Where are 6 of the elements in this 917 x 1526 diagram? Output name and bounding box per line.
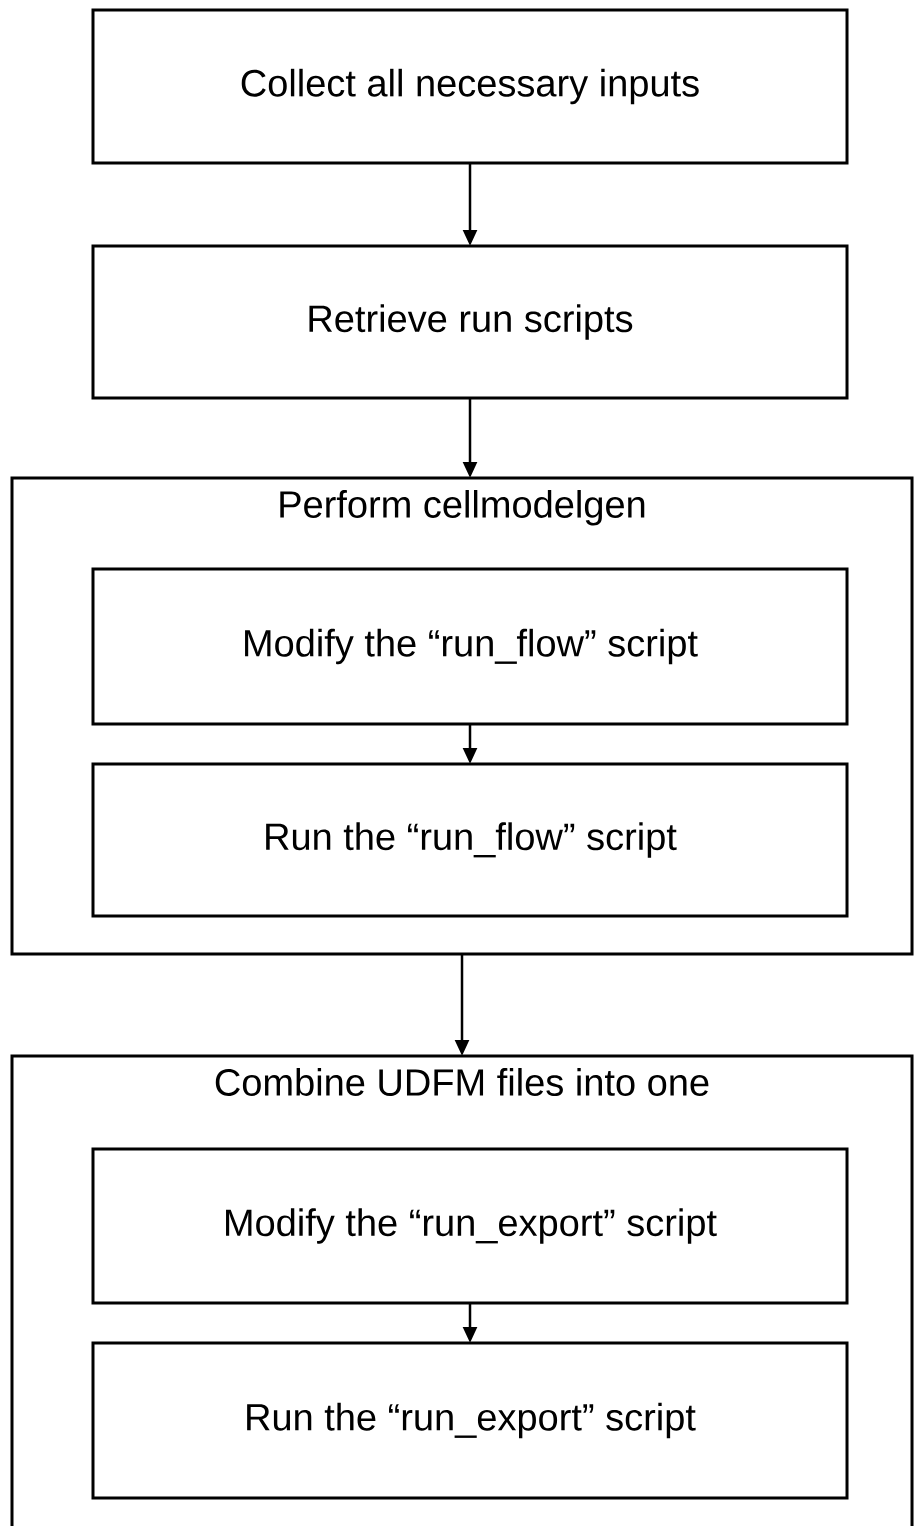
process-box: Modify the “run_export” script (91, 1147, 849, 1305)
process-box: Modify the “run_flow” script (91, 567, 849, 726)
process-box: Collect all necessary inputs (91, 8, 849, 165)
process-box: Run the “run_export” script (91, 1341, 849, 1500)
process-box: Retrieve run scripts (91, 244, 849, 400)
process-box: Run the “run_flow” script (91, 762, 849, 918)
